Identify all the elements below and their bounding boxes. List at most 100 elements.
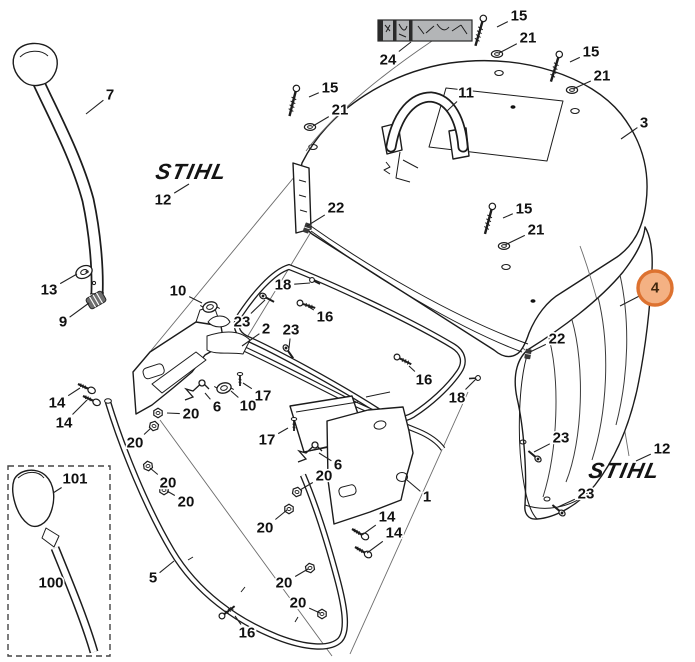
callout-14: 14 — [379, 509, 396, 526]
leader-line — [496, 21, 509, 28]
callout-6: 6 — [334, 457, 342, 474]
clamp-part-13 — [75, 264, 93, 280]
grip-part-101 — [12, 469, 55, 528]
handle-part-11 — [381, 97, 470, 183]
leader-line — [502, 213, 514, 219]
callout-5: 5 — [149, 570, 157, 587]
spring-6 — [184, 379, 210, 401]
callout-18: 18 — [449, 390, 466, 407]
leader-line — [242, 382, 253, 390]
callout-12: 12 — [654, 441, 671, 458]
callout-15: 15 — [322, 80, 339, 97]
leader-line — [166, 412, 180, 415]
leader-line — [277, 427, 289, 435]
leader-line — [308, 92, 320, 98]
sticker-pictograms — [384, 23, 468, 38]
clip-18 — [468, 372, 483, 385]
callout-15: 15 — [511, 8, 528, 25]
stihl-logo: STIHL — [153, 159, 229, 184]
callout-20: 20 — [127, 435, 144, 452]
leader-line — [159, 560, 175, 574]
callout-22: 22 — [549, 331, 566, 348]
catcher-bag-part-4 — [514, 226, 653, 520]
leader-line — [67, 387, 81, 397]
bolt-14 — [352, 543, 374, 561]
leader-line — [166, 490, 176, 496]
leader-line — [188, 296, 203, 304]
washer-21 — [303, 122, 317, 131]
bolt-14 — [80, 392, 103, 408]
leader-line — [635, 453, 652, 462]
screw-17 — [236, 371, 244, 387]
callout-21: 21 — [332, 102, 349, 119]
callout-23: 23 — [283, 322, 300, 339]
leader-line — [72, 399, 88, 415]
callout-23: 23 — [234, 314, 251, 331]
screw-15 — [285, 83, 302, 119]
leader-line — [557, 498, 576, 508]
leader-line — [306, 214, 326, 227]
leader-line — [149, 467, 159, 475]
dashed-box-parts-100-101 — [7, 465, 111, 657]
clamp-part-9 — [85, 290, 107, 310]
nut-20 — [291, 485, 303, 499]
leader-line — [533, 443, 551, 453]
leader-line — [230, 390, 239, 398]
callout-20: 20 — [290, 595, 307, 612]
bottom-frame-part-5 — [104, 398, 345, 647]
callout-10: 10 — [170, 283, 187, 300]
push-tube-part-7 — [12, 42, 105, 294]
callout-12: 12 — [155, 192, 172, 209]
callout-15: 15 — [516, 201, 533, 218]
callout-21: 21 — [528, 222, 545, 239]
leader-line — [569, 56, 581, 63]
leader-line — [69, 302, 90, 318]
callout-15: 15 — [583, 44, 600, 61]
callout-100: 100 — [38, 575, 63, 592]
callout-10: 10 — [240, 398, 257, 415]
nut-20 — [304, 561, 316, 575]
bolt-14 — [349, 525, 371, 543]
leader-line — [620, 127, 638, 140]
callout-20: 20 — [257, 520, 274, 537]
leader-line — [529, 343, 547, 353]
leader-line — [241, 333, 260, 347]
leader-line — [318, 452, 332, 462]
leader-line — [204, 392, 211, 400]
callout-6: 6 — [213, 399, 221, 416]
callout-24: 24 — [380, 52, 397, 69]
leader-line — [504, 234, 526, 246]
screw-15 — [471, 13, 489, 48]
leader-line — [299, 482, 314, 491]
callout-11: 11 — [458, 85, 474, 102]
callout-18: 18 — [275, 277, 292, 294]
callout-23: 23 — [578, 486, 595, 503]
leader-line — [275, 509, 288, 520]
leader-line — [234, 615, 242, 625]
callout-20: 20 — [316, 468, 333, 485]
leader-line — [308, 607, 321, 614]
callout-14: 14 — [49, 395, 66, 412]
bag-fold-ribs — [542, 274, 628, 498]
leader-line — [406, 479, 421, 492]
callout-7: 7 — [106, 87, 114, 104]
callout-16: 16 — [317, 309, 334, 326]
bolt-23 — [257, 291, 277, 306]
leader-line — [619, 295, 641, 307]
bolt-16 — [392, 352, 414, 368]
mount-plate-part-1 — [326, 391, 414, 525]
leader-line — [173, 183, 190, 194]
leader-line — [85, 99, 104, 115]
leader-line — [498, 43, 518, 54]
grommet-10 — [213, 380, 235, 396]
callout-13: 13 — [41, 282, 58, 299]
latch-detail — [383, 151, 419, 183]
leader-line — [312, 116, 330, 127]
leader-line — [408, 365, 416, 372]
sticker-part-24 — [377, 19, 473, 42]
callout-101: 101 — [62, 471, 87, 488]
callout-20: 20 — [183, 406, 200, 423]
leader-line — [366, 540, 384, 554]
